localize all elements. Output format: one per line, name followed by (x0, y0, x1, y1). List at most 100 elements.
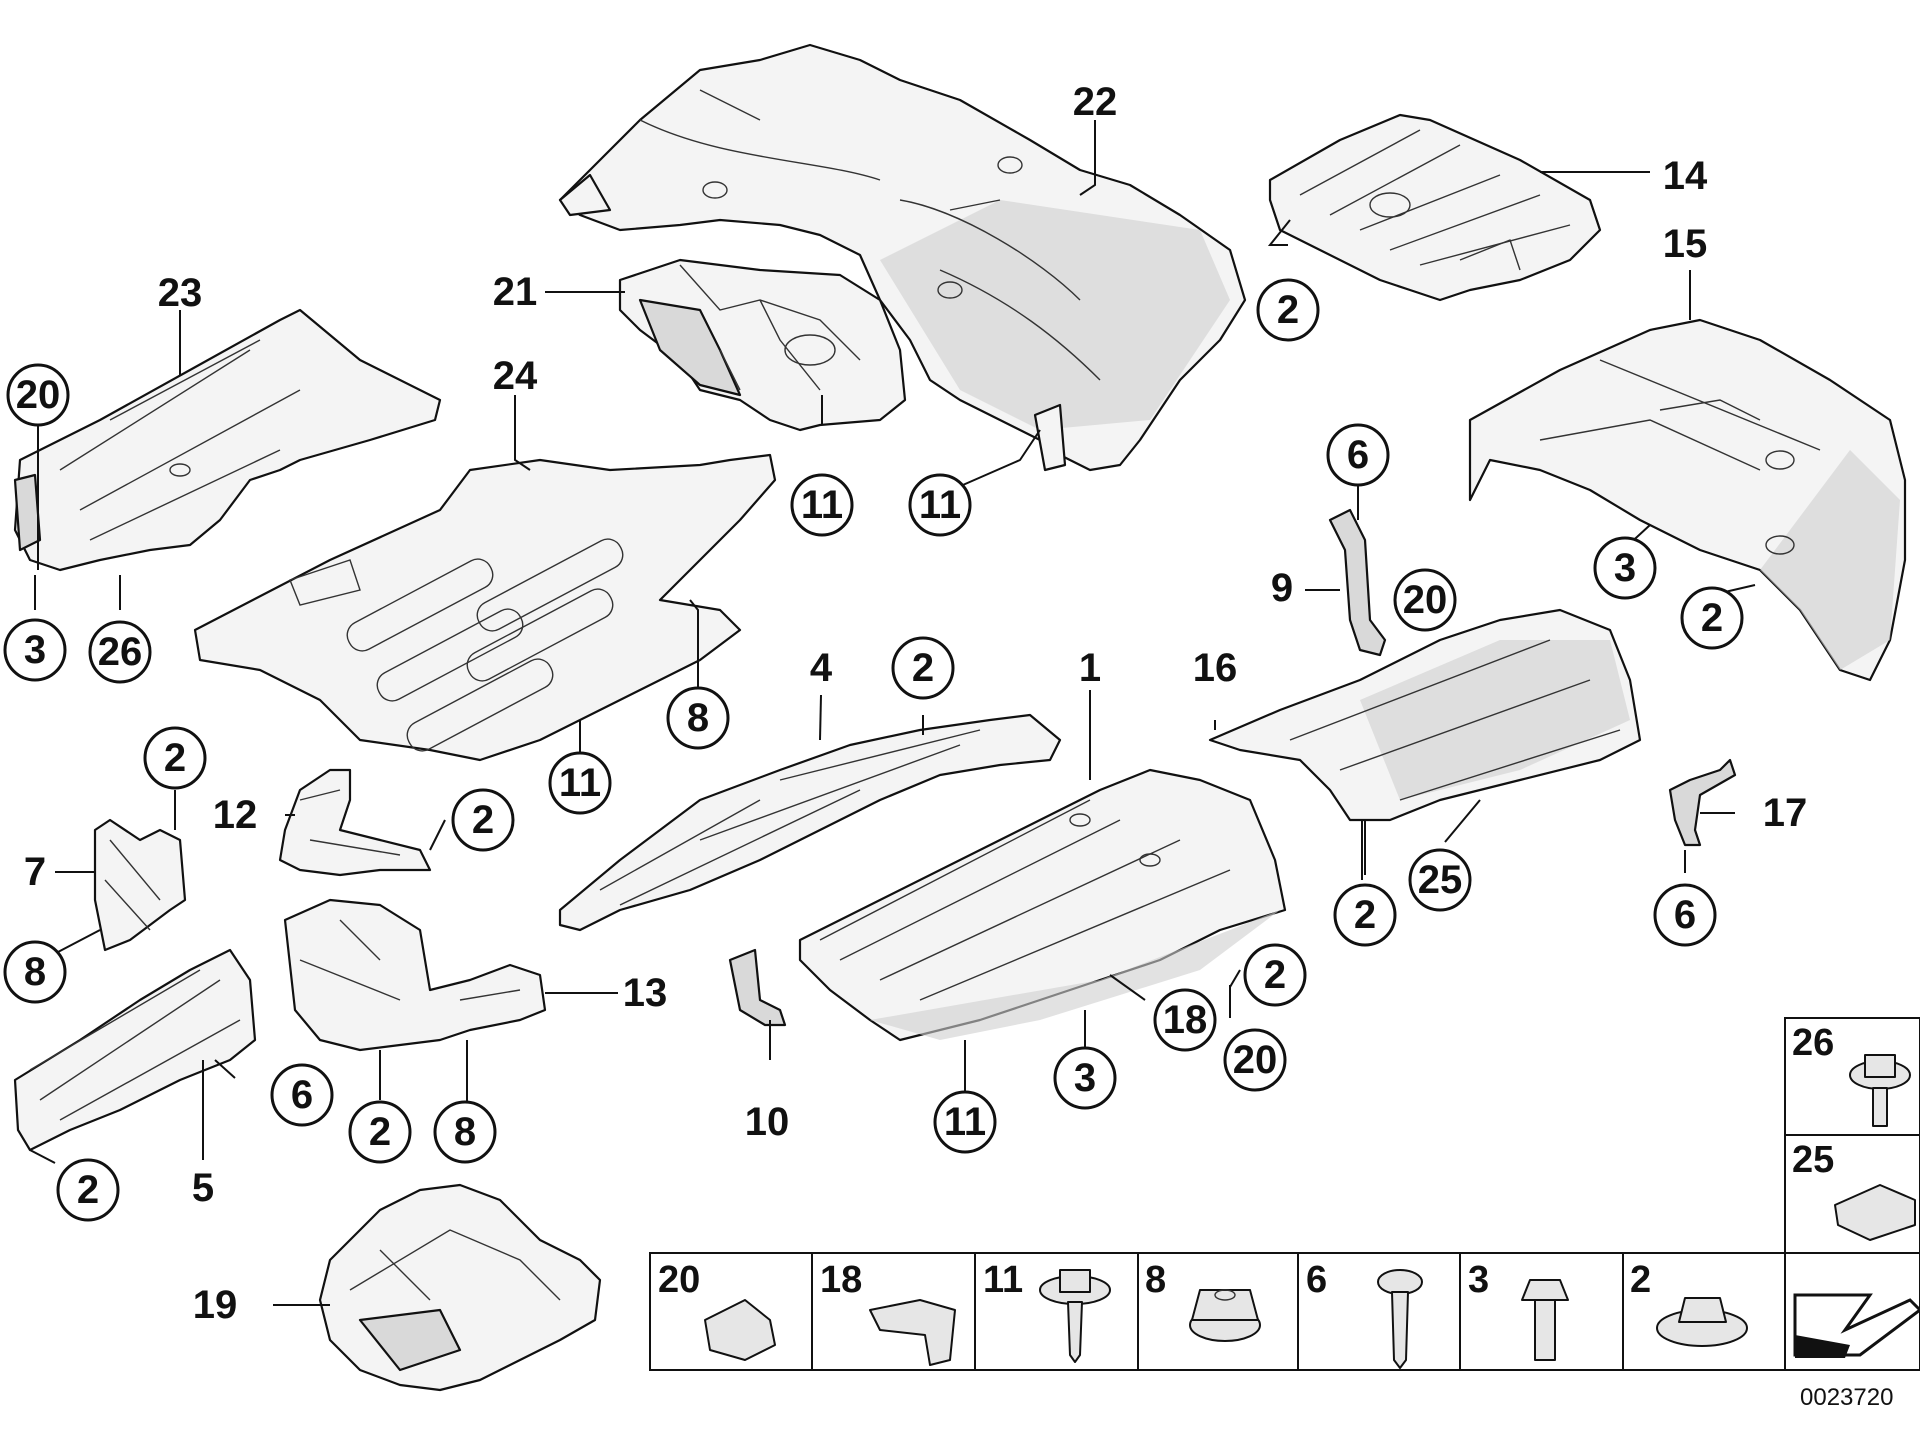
callout-24: 24 (493, 354, 538, 398)
svg-text:9: 9 (1271, 566, 1293, 610)
callout-20: 20 (6, 363, 70, 427)
legend-item-11: 11 (983, 1259, 1111, 1363)
svg-text:6: 6 (1347, 433, 1369, 477)
callout-11: 11 (790, 473, 854, 537)
front-arrow-icon (1793, 1293, 1920, 1358)
callout-12: 12 (213, 793, 258, 837)
phillips-screw-icon (1377, 1269, 1423, 1369)
svg-text:2: 2 (1701, 596, 1723, 640)
part-4-heat-shield (558, 713, 1062, 932)
svg-text:17: 17 (1763, 791, 1808, 835)
callout-7: 7 (24, 850, 46, 894)
svg-text:8: 8 (454, 1110, 476, 1154)
svg-text:16: 16 (1193, 646, 1238, 690)
hex-bolt-icon (1521, 1279, 1569, 1361)
svg-text:2: 2 (369, 1110, 391, 1154)
svg-text:2: 2 (912, 646, 934, 690)
svg-text:3: 3 (1074, 1056, 1096, 1100)
legend-item-18: 18 (820, 1259, 956, 1366)
callout-17: 17 (1763, 791, 1808, 835)
svg-text:25: 25 (1792, 1139, 1834, 1181)
svg-text:2: 2 (472, 798, 494, 842)
callout-2: 2 (451, 788, 515, 852)
callout-1: 1 (1079, 646, 1101, 690)
callout-9: 9 (1271, 566, 1293, 610)
part-19-heat-shield (318, 1183, 602, 1392)
part-15-heat-shield (1468, 318, 1907, 682)
svg-text:1: 1 (1079, 646, 1101, 690)
svg-text:11: 11 (944, 1100, 986, 1144)
svg-text:11: 11 (559, 761, 601, 805)
part-24-heat-shield (193, 453, 777, 762)
svg-text:14: 14 (1663, 154, 1708, 198)
callout-3: 3 (1053, 1046, 1117, 1110)
svg-text:5: 5 (192, 1166, 214, 1210)
svg-text:20: 20 (1403, 578, 1448, 622)
svg-text:11: 11 (983, 1259, 1023, 1301)
callout-2: 2 (1256, 278, 1320, 342)
leader-lines (29, 120, 1756, 1306)
svg-text:26: 26 (1792, 1022, 1834, 1064)
flange-nut-icon (1656, 1297, 1748, 1347)
part-1-heat-shield (798, 768, 1287, 1042)
bracket-clip-icon (869, 1299, 956, 1366)
callout-3: 3 (1593, 536, 1657, 600)
part-21-heat-shield (618, 258, 907, 432)
svg-text:6: 6 (1674, 893, 1696, 937)
callout-2: 2 (143, 726, 207, 790)
hex-collar-nut-icon (1189, 1289, 1261, 1342)
callout-20: 20 (1223, 1028, 1287, 1092)
svg-text:3: 3 (24, 628, 46, 672)
callout-2-extra: 2 (56, 1158, 120, 1222)
svg-text:6: 6 (1306, 1259, 1327, 1301)
collar-screw-icon (1039, 1269, 1111, 1363)
svg-text:4: 4 (810, 646, 833, 690)
callout-3: 3 (3, 618, 67, 682)
part-7-heat-shield (93, 818, 187, 952)
svg-text:12: 12 (213, 793, 258, 837)
pad-icon (1834, 1184, 1916, 1241)
svg-text:3: 3 (1468, 1259, 1489, 1301)
callout-8: 8 (433, 1100, 497, 1164)
hardware-legend: 20 18 11 8 6 (649, 1017, 1920, 1411)
svg-text:8: 8 (687, 696, 709, 740)
callout-14: 14 (1663, 154, 1708, 198)
svg-text:19: 19 (193, 1283, 238, 1327)
callout-23: 23 (158, 271, 203, 315)
callout-11: 11 (908, 473, 972, 537)
part-13-heat-shield (283, 898, 547, 1052)
callout-11: 11 (933, 1090, 997, 1154)
callout-2: 2 (1243, 943, 1307, 1007)
callout-8: 8 (3, 940, 67, 1004)
legend-item-6: 6 (1306, 1259, 1423, 1369)
svg-text:2: 2 (164, 736, 186, 780)
svg-text:13: 13 (623, 971, 668, 1015)
svg-text:3: 3 (1614, 546, 1636, 590)
torx-bolt-icon (1849, 1054, 1911, 1127)
legend-item-26: 26 (1792, 1022, 1911, 1127)
callout-16: 16 (1193, 646, 1238, 690)
svg-text:11: 11 (919, 483, 961, 527)
callout-13: 13 (623, 971, 668, 1015)
svg-text:8: 8 (1145, 1259, 1166, 1301)
callout-20: 20 (1393, 568, 1457, 632)
callout-18: 18 (1153, 988, 1217, 1052)
legend-item-3: 3 (1468, 1259, 1569, 1361)
svg-text:15: 15 (1663, 222, 1708, 266)
callout-6: 6 (270, 1063, 334, 1127)
part-23-heat-shield (13, 308, 442, 572)
svg-text:20: 20 (1233, 1038, 1278, 1082)
svg-text:8: 8 (24, 950, 46, 994)
part-17-bracket (1668, 758, 1737, 847)
svg-text:23: 23 (158, 271, 203, 315)
callout-2: 2 (891, 636, 955, 700)
callout-15: 15 (1663, 222, 1708, 266)
svg-text:6: 6 (291, 1073, 313, 1117)
svg-text:25: 25 (1418, 858, 1463, 902)
callout-2: 2 (1333, 883, 1397, 947)
callout-22: 22 (1073, 80, 1118, 124)
svg-text:2: 2 (1354, 893, 1376, 937)
legend-item-2: 2 (1630, 1259, 1748, 1347)
callout-6: 6 (1653, 883, 1717, 947)
